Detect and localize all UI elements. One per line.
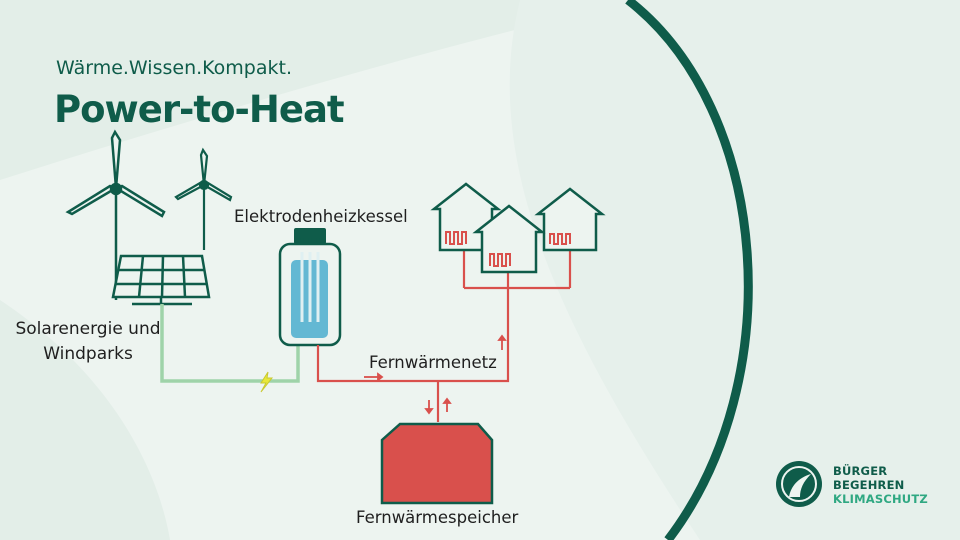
flow-arrow-icon xyxy=(424,400,434,415)
decorative-arc xyxy=(625,0,753,540)
storage-tank-icon xyxy=(380,422,494,505)
page-title: Power-to-Heat xyxy=(54,88,345,131)
power-line xyxy=(160,304,300,383)
lightning-icon xyxy=(260,371,274,393)
house-icon xyxy=(472,204,546,274)
boiler-icon xyxy=(278,228,342,347)
network-label: Fernwärmenetz xyxy=(369,353,497,372)
bg-shape xyxy=(0,0,640,180)
flow-arrow-icon xyxy=(364,372,384,382)
bg-shape xyxy=(509,0,960,540)
logo: BÜRGER BEGEHREN KLIMASCHUTZ xyxy=(775,458,935,514)
logo-emblem-icon xyxy=(776,461,822,507)
logo-line: BÜRGER xyxy=(833,464,888,478)
bg-shape xyxy=(0,300,170,540)
logo-line: KLIMASCHUTZ xyxy=(833,492,928,506)
flow-arrow-icon xyxy=(497,334,507,350)
flow-arrow-icon xyxy=(442,397,452,412)
storage-label: Fernwärmespeicher xyxy=(356,508,519,527)
wind-turbine-icon xyxy=(174,147,233,250)
house-icon xyxy=(534,187,606,252)
boiler-label: Elektrodenheizkessel xyxy=(234,207,408,226)
solar-panel-icon xyxy=(111,254,211,306)
logo-text: BÜRGER BEGEHREN KLIMASCHUTZ xyxy=(833,464,928,506)
subtitle: Wärme.Wissen.Kompakt. xyxy=(56,57,292,79)
source-label-line: Windparks xyxy=(43,344,133,364)
source-label-line: Solarenergie und xyxy=(15,319,161,339)
source-label: Solarenergie und Windparks xyxy=(8,317,168,367)
logo-line: BEGEHREN xyxy=(833,478,905,492)
